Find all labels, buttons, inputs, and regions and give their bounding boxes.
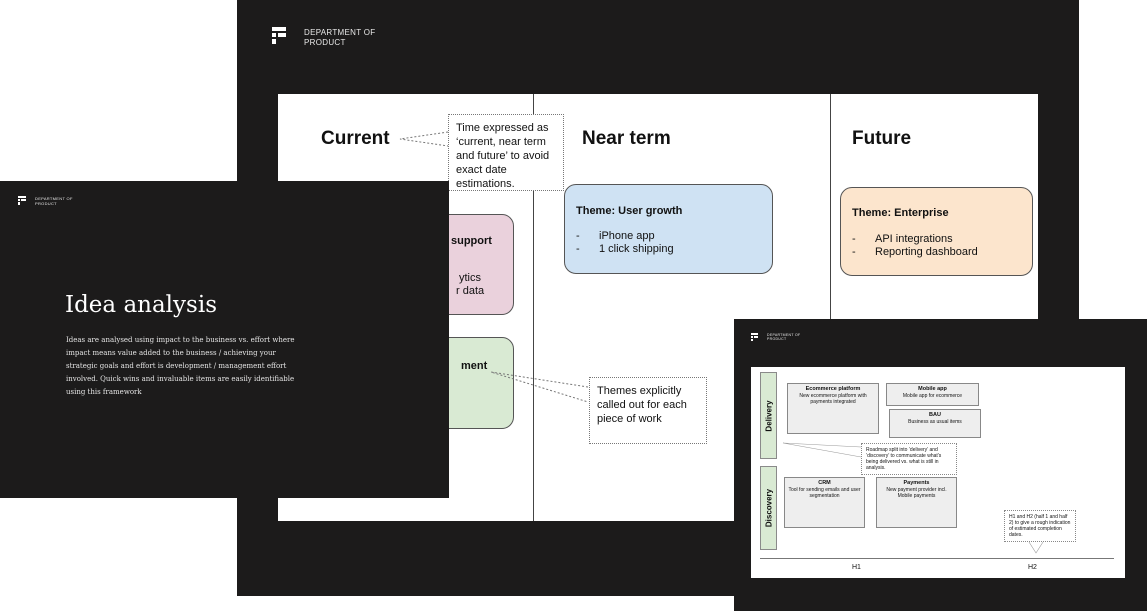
brand-line1: DEPARTMENT OF [767,333,801,337]
note-h1-h2: H1 and H2 (half 1 and half 2) to give a … [1004,510,1076,542]
department-logo [751,333,758,341]
card-item: -iPhone app [576,230,655,242]
department-logo [272,27,286,44]
card-title: Theme: Enterprise [852,207,949,219]
lane-discovery: Discovery [760,466,777,550]
brand-line2: PRODUCT [35,201,57,206]
note-themes: Themes explicitly called out for each pi… [589,377,707,444]
card-item: ytics [459,272,481,284]
axis-label-h1: H1 [852,564,861,571]
near-term-theme-card[interactable]: Theme: User growth -iPhone app -1 click … [564,184,773,274]
column-heading-current: Current [321,128,390,149]
brand-line1: DEPARTMENT OF [304,28,376,37]
note-time-expression: Time expressed as ‘current, near term an… [448,114,564,191]
note-roadmap-split: Roadmap split into ‘delivery’ and ‘disco… [861,443,957,475]
axis-label-h2: H2 [1028,564,1037,571]
column-divider [830,94,831,521]
slide-title: Idea analysis [65,292,217,318]
future-theme-card[interactable]: Theme: Enterprise -API integrations -Rep… [840,187,1033,276]
card-item: -API integrations [852,233,953,245]
brand-line2: PRODUCT [304,38,346,47]
brand-line1: DEPARTMENT OF [35,196,73,201]
column-divider [533,94,534,521]
idea-analysis-slide[interactable]: DEPARTMENT OF PRODUCT Idea analysis Idea… [0,181,449,498]
card-item: -Reporting dashboard [852,246,978,258]
delivery-discovery-slide[interactable]: DEPARTMENT OF PRODUCT Delivery Discovery… [734,319,1147,611]
card-title: Theme: User growth [576,205,683,217]
card-item: -1 click shipping [576,243,674,255]
timeline-axis [760,558,1114,559]
column-heading-future: Future [852,128,912,149]
brand-line2: PRODUCT [767,337,787,341]
card-title: support [451,235,492,247]
column-heading-near-term: Near term [582,128,671,149]
card-title: ment [461,360,488,372]
lane-delivery: Delivery [760,372,777,459]
department-logo [18,196,26,205]
card-item: r data [456,285,485,297]
slide-body: Ideas are analysed using impact to the b… [66,336,295,396]
